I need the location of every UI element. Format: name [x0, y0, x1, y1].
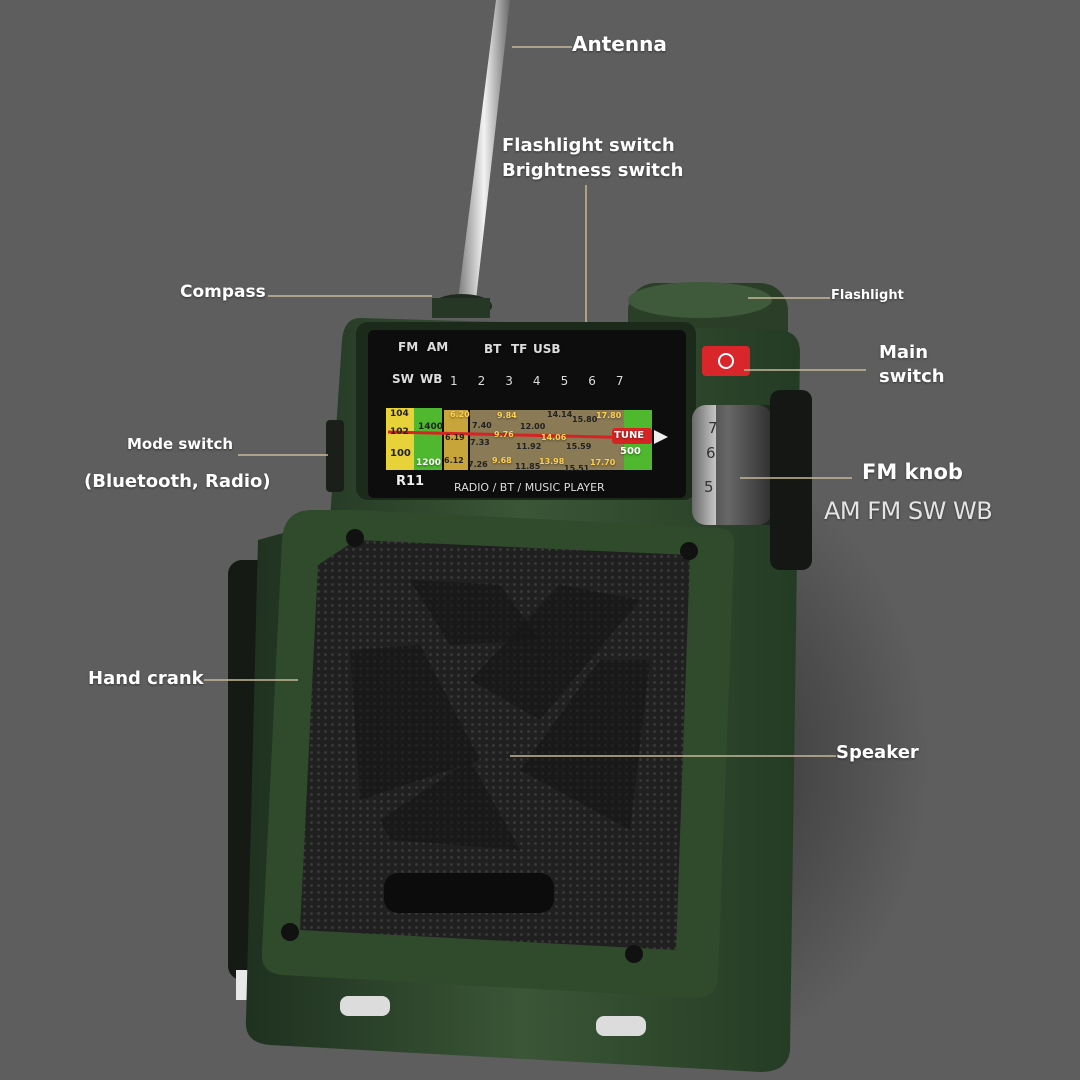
label-compass: Compass: [180, 282, 266, 302]
scale-15-80: 15.80: [572, 415, 598, 424]
preset-7: 7: [615, 374, 624, 388]
label-mode-switch: Mode switch: [127, 435, 234, 453]
antenna: [458, 0, 510, 300]
scale-7-40: 7.40: [472, 421, 492, 430]
scale-14-06: 14.06: [541, 433, 567, 442]
label-antenna: Antenna: [572, 32, 667, 56]
label-hand-crank: Hand crank: [88, 668, 204, 689]
label-fm-knob-bands: AM FM SW WB: [824, 497, 993, 525]
scale-102: 102: [390, 427, 409, 437]
label-speaker: Speaker: [836, 742, 919, 763]
main-switch: [702, 346, 750, 376]
label-main-switch-2: switch: [879, 366, 945, 387]
scale-9-68: 9.68: [492, 456, 512, 465]
panel-band-bt: BT: [484, 342, 502, 356]
mode-switch: [326, 420, 344, 492]
scale-1400: 1400: [418, 422, 444, 432]
scale-9-84: 9.84: [497, 411, 517, 420]
panel-band-fm: FM: [398, 340, 419, 354]
tune-label: TUNE: [614, 430, 645, 441]
model-label: R11: [396, 474, 425, 489]
knob-digit-6: 6: [706, 444, 716, 462]
knob-digit-7: 7: [708, 419, 718, 437]
scale-15-51: 15.51: [564, 464, 590, 473]
scale-100: 100: [390, 448, 411, 459]
scale-15-59: 15.59: [566, 442, 592, 451]
panel-band-am: AM: [427, 340, 449, 354]
panel-band-usb: USB: [533, 342, 561, 356]
scale-6-12: 6.12: [444, 456, 464, 465]
knob-digit-5: 5: [704, 478, 714, 496]
label-brightness-switch: Brightness switch: [502, 160, 684, 181]
preset-1: 1: [450, 374, 458, 388]
scale-6-20: 6.20: [450, 410, 470, 419]
panel-band-sw: SW: [392, 372, 414, 386]
scale-104: 104: [390, 409, 409, 419]
label-flashlight: Flashlight: [831, 288, 904, 303]
scale-6-19: 6.19: [445, 433, 465, 442]
label-fm-knob: FM knob: [862, 460, 963, 484]
label-mode-options: (Bluetooth, Radio): [84, 471, 271, 492]
scale-11-92: 11.92: [516, 442, 542, 451]
preset-6: 6: [588, 374, 596, 388]
scale-7-33: 7.33: [470, 438, 490, 447]
panel-band-tf: TF: [511, 342, 528, 356]
scale-12-00: 12.00: [520, 422, 546, 431]
scale-13-98: 13.98: [539, 457, 565, 466]
preset-2: 2: [477, 374, 486, 388]
panel-band-wb: WB: [420, 372, 443, 386]
preset-4: 4: [532, 374, 541, 388]
preset-3: 3: [505, 374, 513, 388]
preset-5: 5: [560, 374, 569, 388]
label-main-switch-1: Main: [879, 342, 929, 363]
product-line-label: RADIO / BT / MUSIC PLAYER: [454, 481, 605, 494]
scale-9-76: 9.76: [494, 430, 514, 439]
scale-500: 500: [620, 446, 641, 457]
scale-14-14: 14.14: [547, 410, 573, 419]
scale-7-26: 7.26: [468, 460, 488, 469]
label-flashlight-switch: Flashlight switch: [502, 135, 675, 156]
scale-17-70: 17.70: [590, 458, 616, 467]
scale-1200: 1200: [416, 458, 442, 468]
scale-11-85: 11.85: [515, 462, 541, 471]
panel-presets: 1 2 3 4 5 6 7: [450, 374, 623, 388]
scale-17-80: 17.80: [596, 411, 622, 420]
